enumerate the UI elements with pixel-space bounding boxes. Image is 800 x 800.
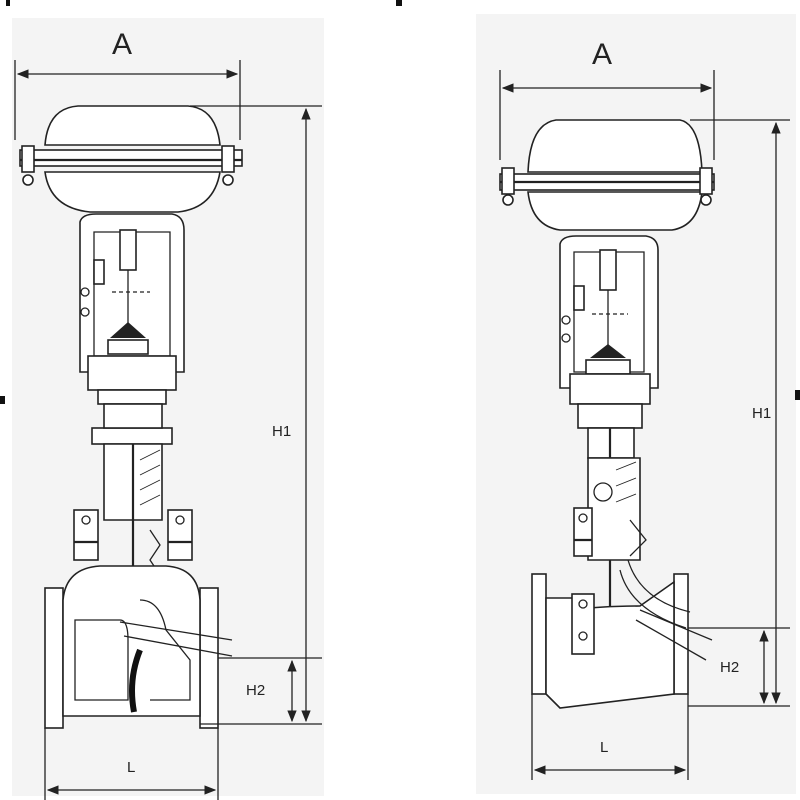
right-dim-h2-label: H2 [720, 659, 739, 676]
right-dim-l: L [531, 694, 689, 780]
right-dim-h2: H2 [688, 627, 790, 707]
left-dim-h1-label: H1 [272, 423, 291, 440]
right-dim-l-label: L [600, 739, 608, 756]
right-dim-a-label: A [592, 38, 612, 71]
right-dim-a: A [499, 38, 715, 160]
left-dim-h2-label: H2 [246, 682, 265, 699]
left-dim-l-label: L [127, 759, 135, 776]
left-dim-a: A [14, 28, 241, 140]
right-yoke [559, 235, 659, 429]
left-valve-body [44, 565, 233, 729]
right-dim-h1: H1 [690, 119, 790, 705]
left-dim-a-label: A [112, 28, 132, 61]
edge-mark-top-left [6, 0, 10, 6]
right-actuator [499, 119, 715, 231]
edge-mark-right [795, 390, 800, 400]
right-valve-drawing: A [499, 38, 790, 780]
left-dim-h1: H1 [190, 105, 322, 723]
left-dim-h2: H2 [200, 657, 322, 725]
edge-mark-left [0, 396, 5, 404]
left-bonnet [73, 403, 193, 640]
right-bonnet [573, 427, 647, 660]
edge-mark-top-mid [396, 0, 402, 6]
left-yoke [79, 213, 185, 405]
right-dim-h1-label: H1 [752, 405, 771, 422]
left-dim-l: L [44, 728, 219, 800]
left-actuator [19, 105, 243, 213]
right-valve-body [531, 559, 713, 709]
left-valve-drawing: A [14, 28, 322, 800]
